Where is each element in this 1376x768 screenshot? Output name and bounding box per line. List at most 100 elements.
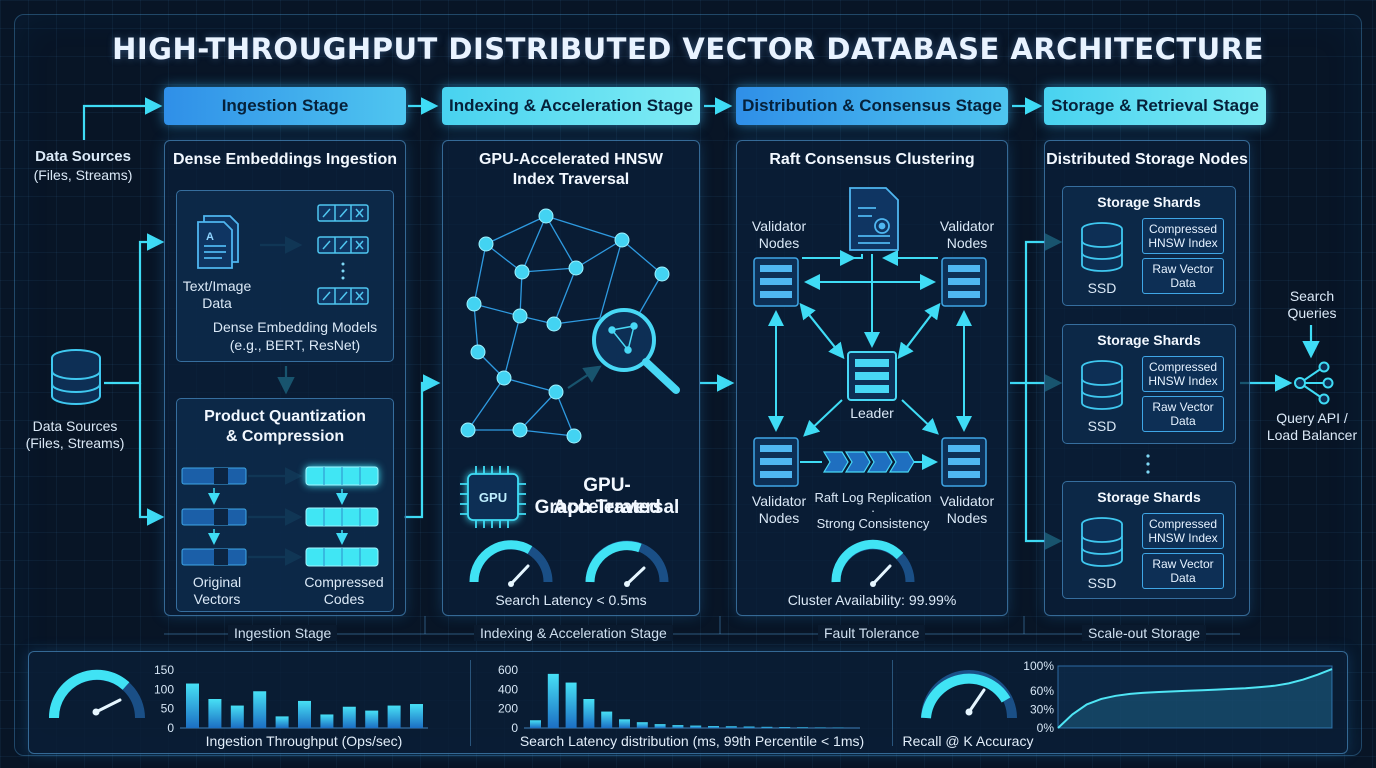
search-queries-label: Search bbox=[1289, 288, 1335, 304]
stage-tab-indexing[interactable]: Indexing & Acceleration Stage bbox=[442, 87, 700, 125]
search-latency-label: Search Latency < 0.5ms bbox=[495, 592, 647, 608]
validator-bl-nodes: Nodes bbox=[758, 510, 800, 526]
raw-data-label: Data bbox=[1170, 571, 1196, 585]
bar bbox=[619, 719, 630, 728]
hnsw-index-label: HNSW Index bbox=[1148, 374, 1218, 388]
stage-tab-storage[interactable]: Storage & Retrieval Stage bbox=[1044, 87, 1266, 125]
bar bbox=[275, 716, 289, 728]
bar bbox=[601, 711, 613, 728]
ssd-label: SSD bbox=[1087, 575, 1117, 591]
stage-tab-ingestion[interactable]: Ingestion Stage bbox=[164, 87, 406, 125]
series-line bbox=[1057, 668, 1333, 729]
y-tick-label: 30% bbox=[1030, 702, 1054, 716]
validator-tl-label: Validator bbox=[751, 218, 807, 234]
area-fill bbox=[1058, 669, 1332, 728]
raw-vector-label: Raw Vector bbox=[1152, 262, 1214, 276]
y-tick-label: 100 bbox=[154, 682, 174, 696]
bar bbox=[230, 705, 244, 728]
bar bbox=[565, 682, 577, 728]
bar bbox=[365, 710, 379, 728]
comp-codes-label-2: Codes bbox=[323, 591, 365, 607]
pq-title-2: & Compression bbox=[225, 428, 345, 445]
metrics-divider-2 bbox=[892, 660, 893, 746]
storage-title: Distributed Storage Nodes bbox=[1046, 151, 1248, 168]
doc-label: Text/Image bbox=[182, 278, 252, 294]
x-axis-label: Search Latency distribution (ms, 99th Pe… bbox=[520, 733, 864, 749]
bottom-label-indexing: Indexing & Acceleration Stage bbox=[474, 625, 673, 641]
comp-codes-label: Compressed bbox=[304, 574, 384, 590]
compressed-label: Compressed bbox=[1148, 222, 1218, 236]
data-sources-mid-title: Data Sources bbox=[32, 418, 118, 434]
y-tick-label: 50 bbox=[161, 702, 175, 716]
gpu-chip-label: GPU bbox=[478, 490, 508, 505]
ingestion-title: Dense Embeddings Ingestion bbox=[172, 151, 398, 168]
bar bbox=[690, 725, 702, 728]
bottom-label-scaleout: Scale-out Storage bbox=[1082, 625, 1207, 641]
validator-tr-label: Validator bbox=[939, 218, 995, 234]
bar bbox=[253, 691, 267, 728]
y-tick-label: 60% bbox=[1030, 684, 1054, 698]
y-tick-label: 0% bbox=[1037, 721, 1055, 735]
pq-title: Product Quantization bbox=[204, 408, 366, 425]
indexing-panel bbox=[442, 140, 700, 616]
model-label: Dense Embedding Models bbox=[212, 319, 378, 335]
raft-log-dot: · bbox=[870, 503, 876, 518]
load-balancer-label: Load Balancer bbox=[1266, 427, 1358, 443]
orig-vectors-label-2: Vectors bbox=[193, 591, 241, 607]
bar bbox=[672, 725, 684, 728]
bar bbox=[583, 699, 595, 728]
metrics-divider-1 bbox=[470, 660, 471, 746]
stage-tab-distribution[interactable]: Distribution & Consensus Stage bbox=[736, 87, 1008, 125]
hnsw-index-label: HNSW Index bbox=[1148, 531, 1218, 545]
shard-title: Storage Shards bbox=[1097, 489, 1201, 505]
bar bbox=[743, 726, 755, 728]
plot-area bbox=[1057, 665, 1333, 729]
data-sources-mid-sub: (Files, Streams) bbox=[25, 435, 125, 451]
bottom-label-fault-tolerance: Fault Tolerance bbox=[818, 625, 926, 641]
raw-data-label: Data bbox=[1170, 414, 1196, 428]
y-tick-label: 400 bbox=[498, 682, 518, 696]
y-tick-label: 100% bbox=[1023, 659, 1054, 673]
y-tick-label: 0 bbox=[167, 721, 174, 735]
leader-label: Leader bbox=[850, 405, 894, 421]
bar bbox=[779, 727, 791, 728]
bar bbox=[797, 727, 808, 728]
bar bbox=[298, 700, 311, 728]
consensus-title: Raft Consensus Clustering bbox=[769, 151, 975, 168]
data-sources-top-sub: (Files, Streams) bbox=[33, 167, 133, 183]
query-api-label: Query API / bbox=[1276, 410, 1348, 426]
page-title: HIGH-THROUGHPUT DISTRIBUTED VECTOR DATAB… bbox=[112, 32, 1264, 66]
svg-text:A: A bbox=[206, 231, 214, 243]
bar bbox=[761, 726, 773, 728]
x-axis-label: Recall @ K Accuracy bbox=[903, 733, 1034, 749]
outer-frame bbox=[14, 14, 1362, 756]
strong-consistency-label: Strong Consistency bbox=[816, 516, 930, 531]
gpu-title-2: Graph Traversal bbox=[534, 497, 680, 518]
bottom-label-ingestion: Ingestion Stage bbox=[228, 625, 338, 641]
shard-title: Storage Shards bbox=[1097, 194, 1201, 210]
validator-br-nodes: Nodes bbox=[946, 510, 988, 526]
bar bbox=[342, 706, 356, 728]
raw-data-label: Data bbox=[1170, 276, 1196, 290]
x-axis-label: Ingestion Throughput (Ops/sec) bbox=[206, 733, 403, 749]
indexing-title: GPU-Accelerated HNSW bbox=[478, 151, 664, 168]
orig-vectors-label: Original bbox=[192, 574, 242, 590]
bar bbox=[530, 720, 541, 728]
validator-tl-nodes: Nodes bbox=[758, 235, 800, 251]
bar bbox=[654, 724, 666, 728]
hnsw-index-label: HNSW Index bbox=[1148, 236, 1218, 250]
availability-label: Cluster Availability: 99.99% bbox=[787, 592, 957, 608]
